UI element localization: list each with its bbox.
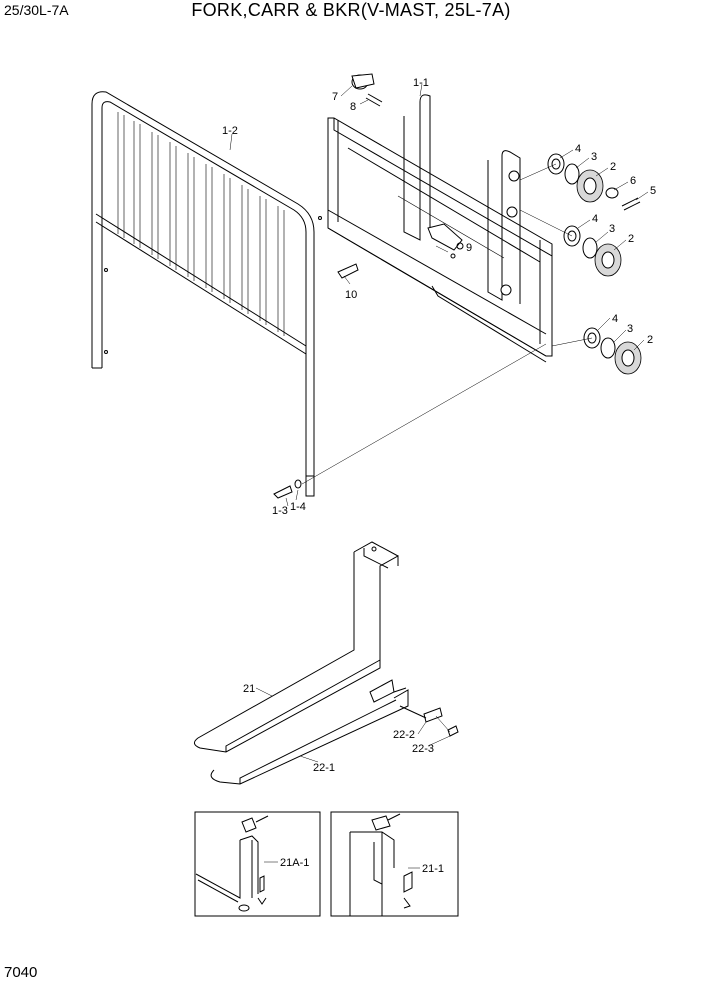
carriage: [327, 94, 553, 363]
callout-4-middle: 4: [592, 213, 598, 225]
callout-1-3: 1-3: [272, 505, 288, 517]
backrest-bolt: [273, 479, 302, 499]
callout-21-1: 21-1: [422, 863, 444, 875]
callout-3-lower: 3: [627, 323, 633, 335]
callout-8: 8: [350, 101, 356, 113]
callout-3-upper: 3: [591, 151, 597, 163]
callout-5: 5: [650, 185, 656, 197]
callout-21: 21: [243, 683, 255, 695]
callout-2-upper: 2: [610, 161, 616, 173]
callout-1-2: 1-2: [222, 125, 238, 137]
callout-4-lower: 4: [612, 313, 618, 325]
detail-box-21a: [194, 811, 321, 917]
roller-group-upper: [547, 153, 641, 211]
callout-2-lower: 2: [647, 334, 653, 346]
callout-3-middle: 3: [609, 223, 615, 235]
callout-22-3: 22-3: [412, 743, 434, 755]
callout-4-upper: 4: [575, 143, 581, 155]
callout-10: 10: [345, 289, 357, 301]
callout-1-1: 1-1: [413, 77, 429, 89]
callout-22-2: 22-2: [393, 729, 415, 741]
callout-1-4: 1-4: [290, 501, 306, 513]
stud-bolt: [351, 73, 383, 107]
detail-box-21: [330, 811, 459, 917]
callout-22-1: 22-1: [313, 762, 335, 774]
callout-7: 7: [332, 91, 338, 103]
callout-labels: 7 8 1-1 1-2 4 3 2 6 5 4 3 2 9 10 4 3 2 1…: [222, 77, 656, 875]
bolt-10: [337, 263, 359, 279]
backrest-extension: [91, 91, 322, 497]
page-number: 7040: [4, 964, 38, 981]
callout-6: 6: [630, 175, 636, 187]
fork: [194, 541, 459, 785]
callout-21a-1: 21A-1: [280, 857, 309, 869]
model-code: 25/30L-7A: [4, 2, 69, 18]
callout-2-middle: 2: [628, 233, 634, 245]
callout-9: 9: [466, 242, 472, 254]
roller-group-lower: [583, 327, 642, 375]
page-title: FORK,CARR & BKR(V-MAST, 25L-7A): [191, 0, 511, 20]
